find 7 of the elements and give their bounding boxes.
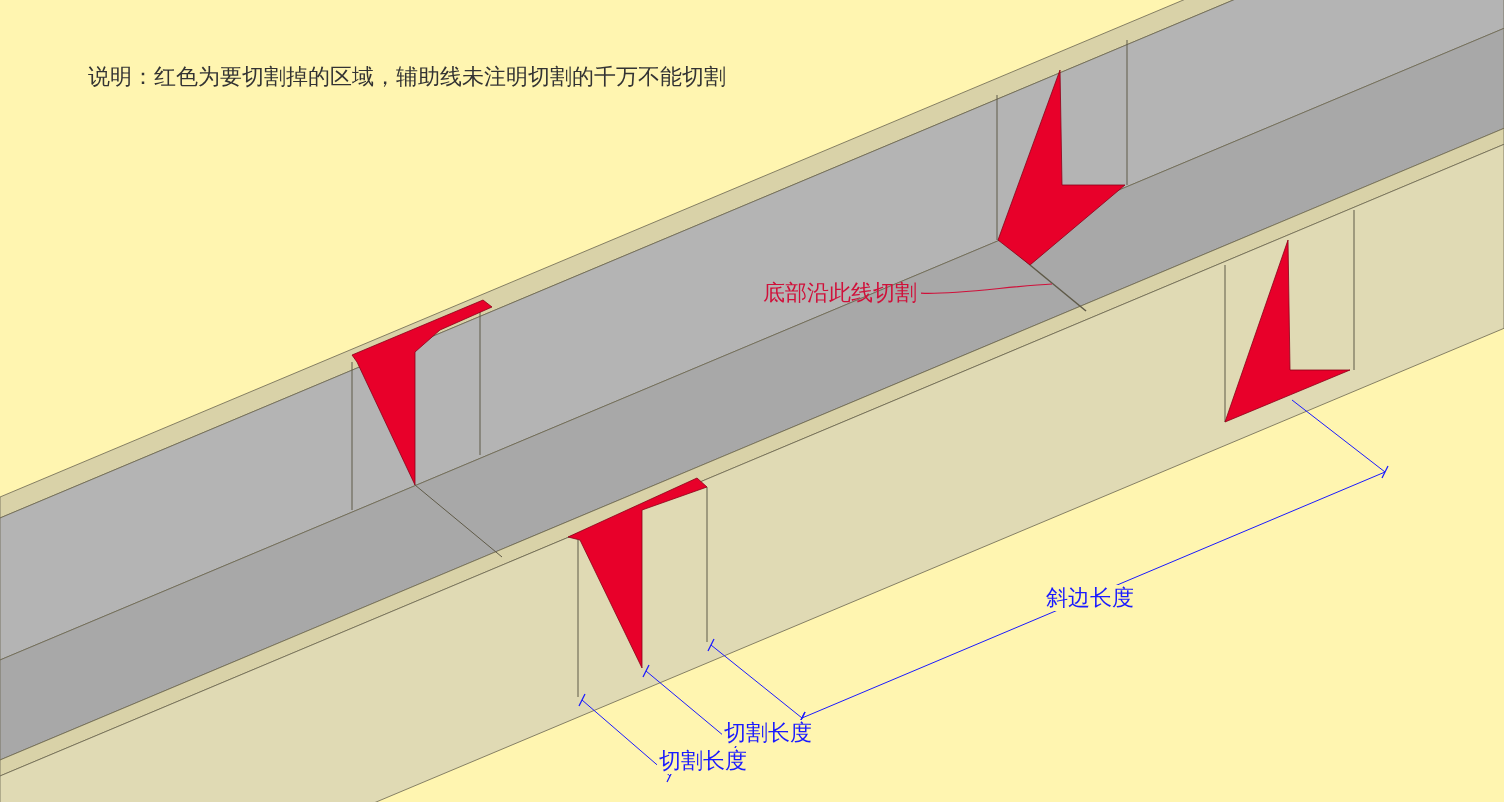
note-text: 说明：红色为要切割掉的区域，辅助线未注明切割的千万不能切割 bbox=[88, 64, 726, 91]
annotation-text: 底部沿此线切割 bbox=[763, 280, 917, 307]
cut-line bbox=[1029, 264, 1087, 312]
dimension-label: 切割长度 bbox=[657, 748, 749, 775]
leader-line bbox=[920, 283, 1053, 295]
dimension-label: 切割长度 bbox=[722, 720, 814, 747]
dimension-label: 斜边长度 bbox=[1044, 585, 1136, 612]
